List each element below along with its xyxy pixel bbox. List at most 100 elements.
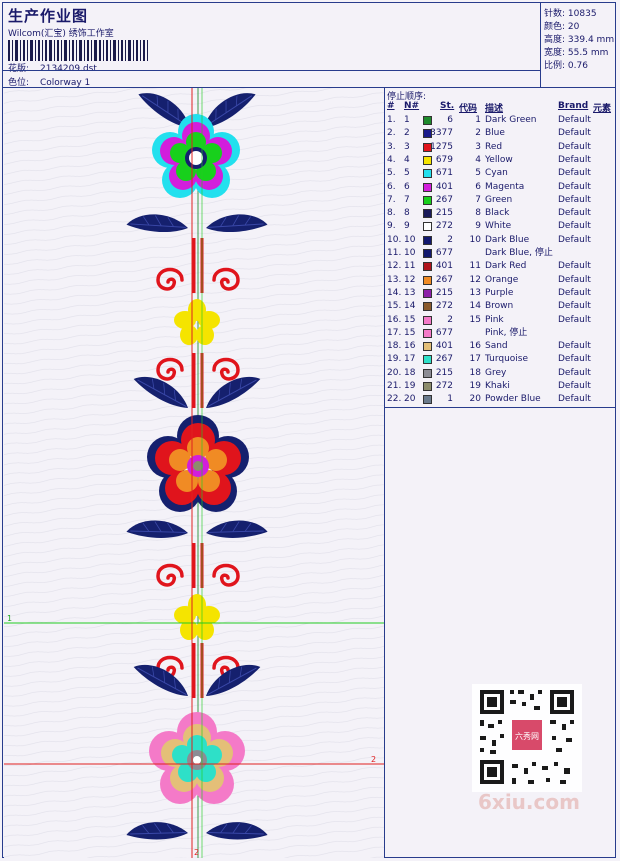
row-stitches: 1	[447, 394, 453, 405]
row-needle: 10	[404, 248, 416, 258]
row-desc: Turquoise	[485, 354, 529, 365]
row-stitches: 1275	[430, 141, 453, 152]
row-desc: Powder Blue	[485, 394, 541, 405]
row-code: 9	[475, 221, 481, 232]
row-index: 11.	[387, 248, 402, 258]
row-brand: Default	[558, 115, 591, 125]
row-brand: Default	[558, 261, 591, 272]
header-info: 生产作业图 Wilcom(汇宝) 绣饰工作室 花版:2134209.dst 色位…	[4, 3, 538, 88]
color-swatch	[423, 328, 432, 338]
header-divider-1	[2, 70, 540, 71]
row-desc: Sand	[485, 341, 508, 352]
header-divider-2	[2, 87, 616, 88]
row-brand: Default	[558, 221, 591, 232]
panel-divider	[384, 87, 385, 858]
col-desc: 描述	[485, 104, 504, 114]
row-code: 15	[469, 314, 481, 325]
row-brand: Default	[558, 208, 591, 219]
col-brand: Brand	[558, 101, 589, 111]
row-desc: Yellow	[485, 154, 513, 165]
row-needle: 3	[404, 141, 410, 152]
row-stitches: 272	[435, 381, 453, 391]
row-needle: 10	[404, 234, 416, 245]
row-stitches: 267	[435, 354, 453, 365]
guide-label-v2: 2	[194, 848, 199, 857]
row-code: 18	[469, 367, 481, 378]
row-stitches: 215	[435, 208, 453, 219]
embroidery-preview[interactable]: 1 2 2	[4, 88, 384, 858]
color-swatch	[423, 195, 432, 205]
colorway-value: Colorway 1	[40, 78, 91, 88]
color-swatch	[423, 262, 432, 272]
row-brand: Default	[558, 194, 591, 205]
row-needle: 5	[404, 168, 410, 179]
color-swatch	[423, 182, 432, 192]
row-desc: Brown	[485, 301, 514, 312]
stat-width: 宽度: 55.5 mm	[544, 48, 609, 58]
row-desc: Dark Red	[485, 261, 527, 272]
stat-colors: 颜色: 20	[544, 22, 580, 32]
row-code: 7	[475, 194, 481, 205]
row-brand: Default	[558, 141, 591, 152]
pattern-label: 花版:	[8, 64, 30, 74]
stat-height: 高度: 339.4 mm	[544, 35, 615, 45]
row-stitches: 677	[435, 248, 453, 258]
row-needle: 16	[404, 341, 416, 352]
row-needle: 9	[404, 221, 410, 232]
row-code: 17	[469, 354, 481, 365]
row-desc: Magenta	[485, 181, 525, 192]
row-brand: Default	[558, 234, 591, 245]
row-code: 19	[469, 381, 481, 391]
qr-center-text: 六秀网	[515, 731, 539, 741]
row-stitches: 267	[435, 194, 453, 205]
row-stitches: 3377	[430, 128, 453, 139]
row-needle: 20	[404, 394, 416, 405]
row-code: 13	[469, 287, 481, 298]
row-desc: Red	[485, 141, 503, 152]
color-swatch	[423, 395, 432, 405]
row-desc: Khaki	[485, 381, 510, 391]
row-desc: Cyan	[485, 168, 508, 179]
color-swatch	[423, 116, 432, 125]
pattern-line: 花版: 2134209.dst	[8, 61, 97, 74]
row-index: 22.	[387, 394, 402, 405]
row-index: 20.	[387, 367, 402, 378]
stat-stitches: 针数: 10835	[544, 9, 597, 19]
color-swatch	[423, 209, 432, 219]
row-index: 9.	[387, 221, 396, 232]
color-swatch	[423, 382, 432, 391]
row-desc: Black	[485, 208, 510, 219]
page-title: 生产作业图	[8, 7, 89, 25]
row-brand: Default	[558, 314, 591, 325]
pattern-value: 2134209.dst	[40, 64, 97, 74]
list-bottom-divider	[385, 407, 616, 408]
row-code: 20	[469, 394, 481, 405]
color-swatch	[423, 129, 432, 139]
color-swatch	[423, 315, 432, 325]
row-index: 14.	[387, 287, 402, 298]
row-needle: 11	[404, 261, 416, 272]
row-stitches: 6	[447, 115, 453, 125]
